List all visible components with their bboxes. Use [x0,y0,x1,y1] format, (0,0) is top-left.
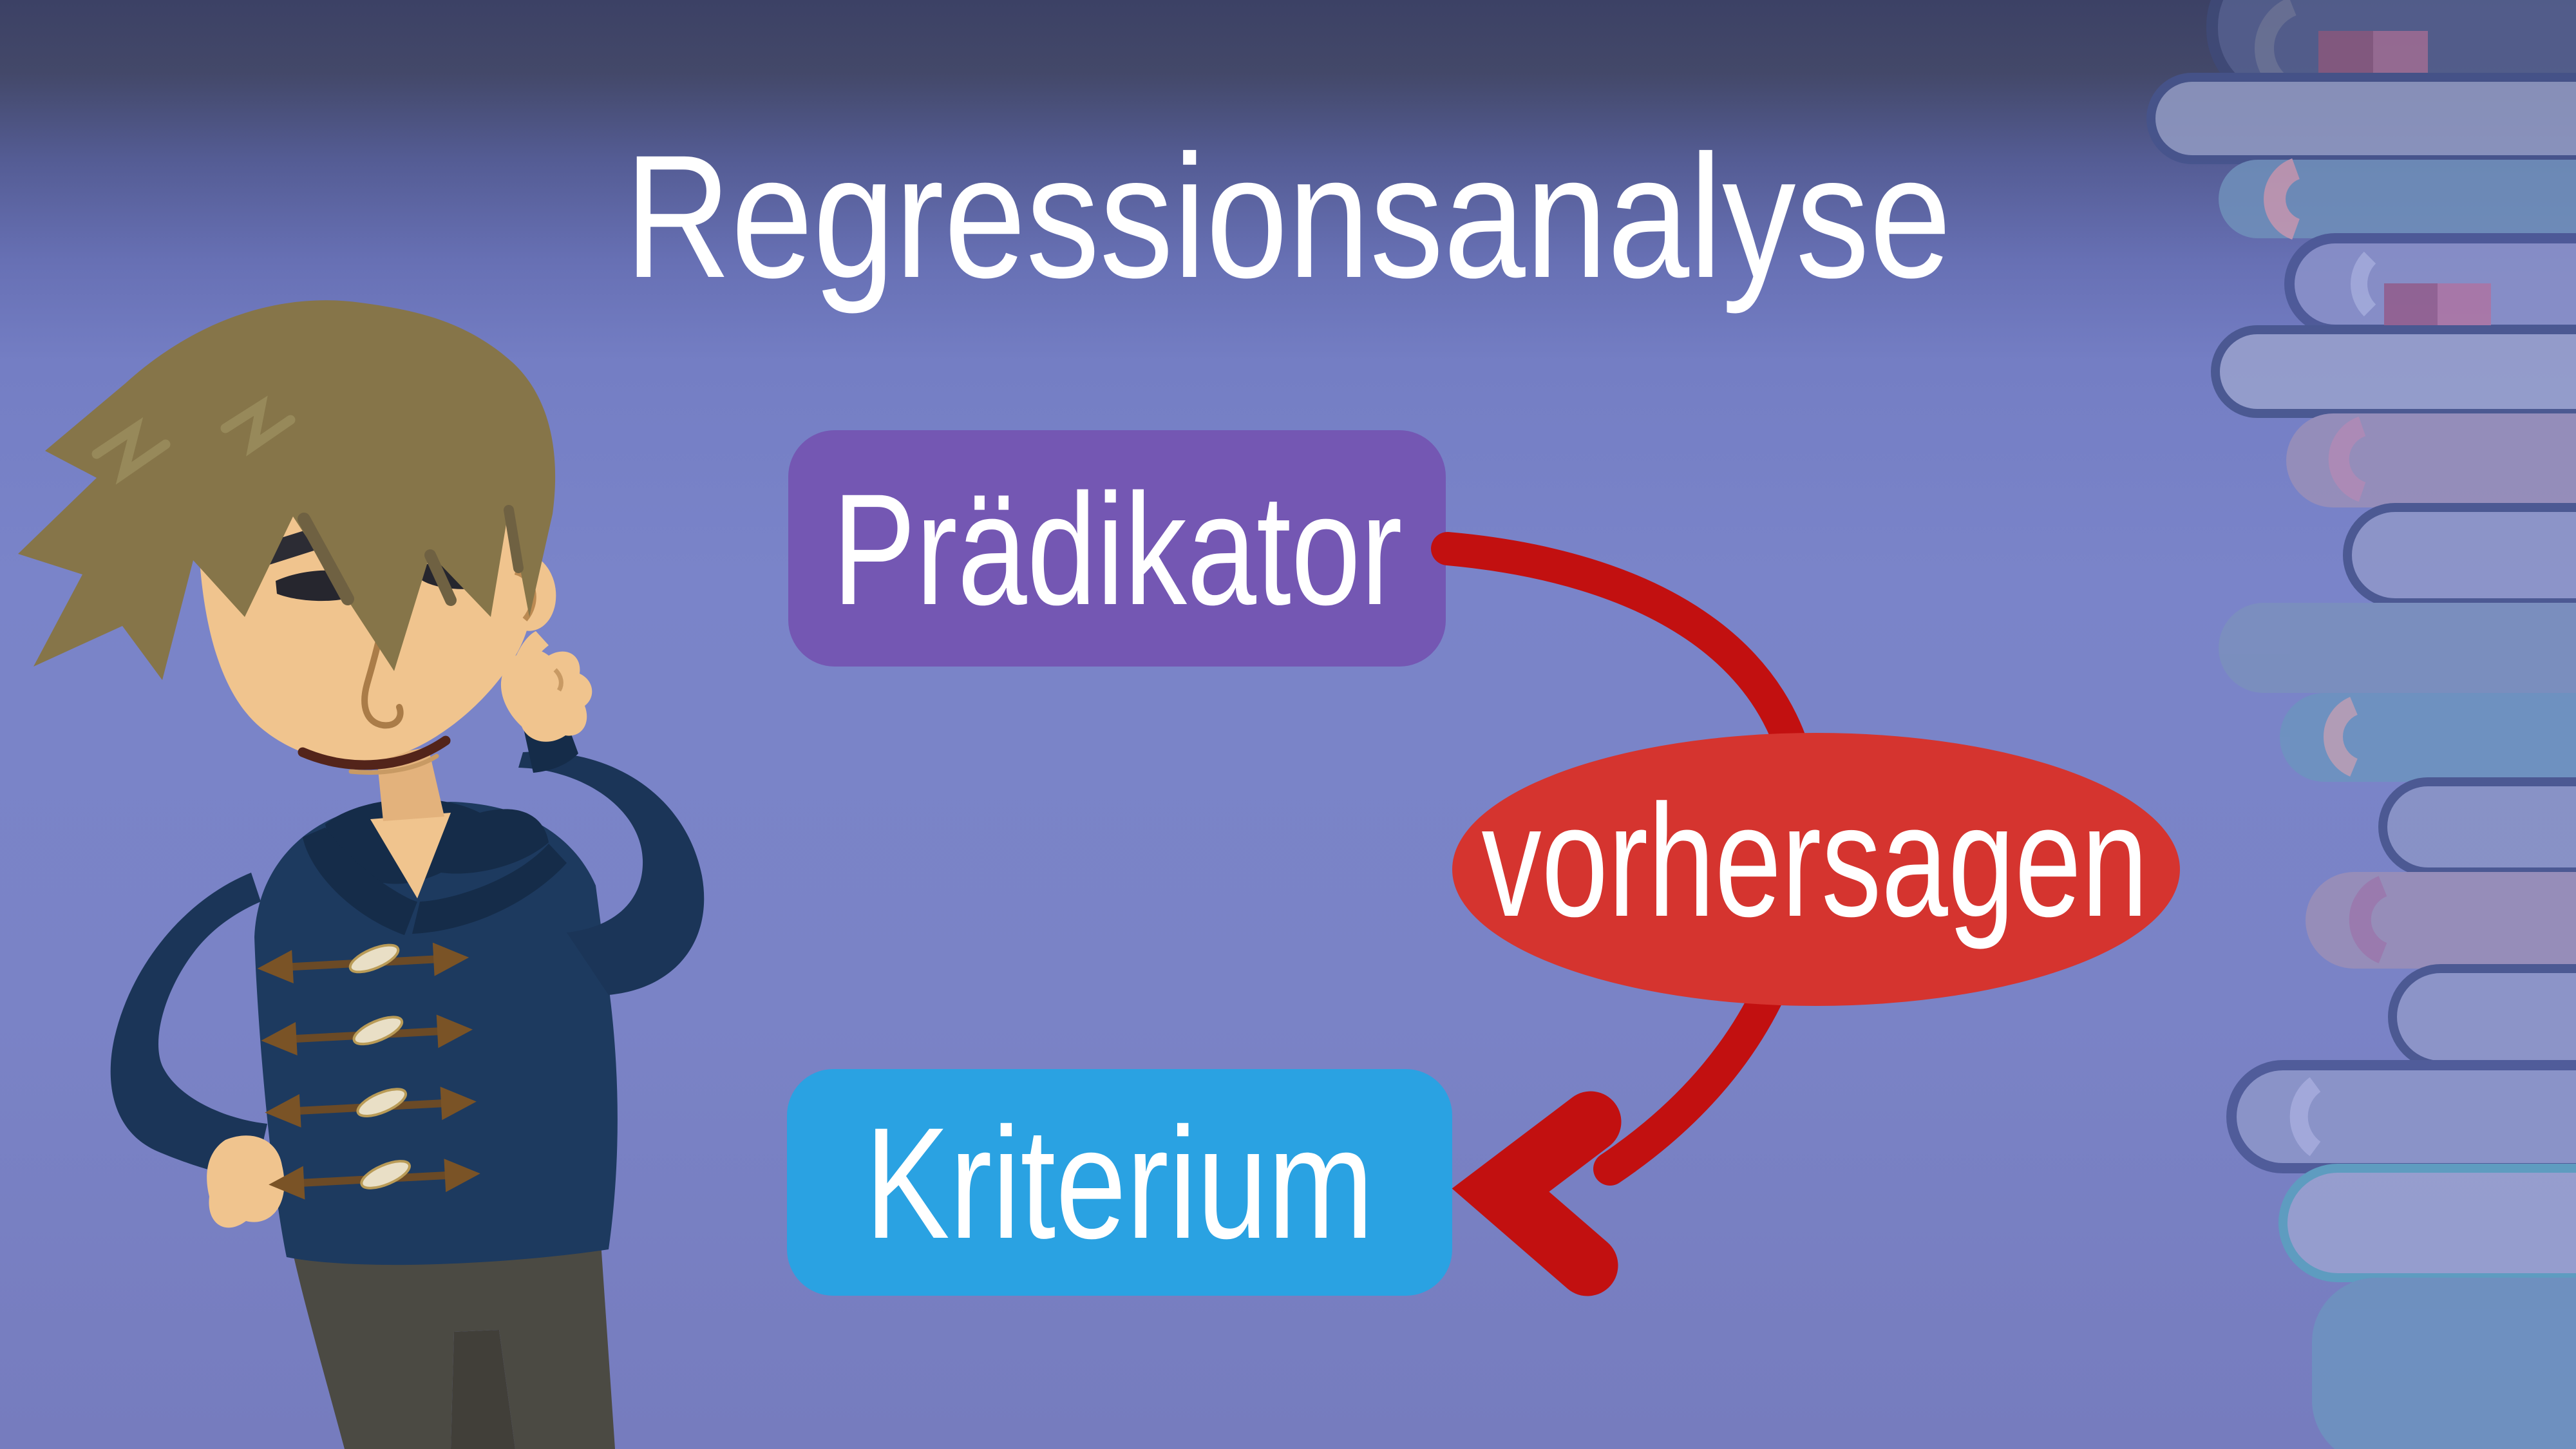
book-row [2146,73,2576,164]
book-row [2388,964,2576,1070]
book-accent-curve [2328,416,2366,502]
toggle-row [269,1159,480,1200]
book-row [2312,1278,2576,1449]
character-index-finger [510,631,549,683]
character-left-sleeve [110,873,267,1180]
character-chest-skin [370,813,451,898]
character-hair [18,300,556,680]
arrowhead-icon [1452,1091,1622,1296]
character-collar-right [412,844,567,934]
book-row [2343,503,2576,607]
toggle-row [261,1014,473,1056]
character-hip-hand [207,1135,285,1228]
book-row [2226,1060,2576,1173]
character-hair-shadow [424,549,457,606]
book-row [2219,160,2576,238]
book-accent-curve [2324,697,2358,777]
criterion-box [787,1069,1452,1296]
relation-ellipse [1452,733,2180,1006]
character-collar-left [303,828,417,935]
character-right-sleeve [518,752,705,995]
character-pants-crease [451,1330,515,1449]
character-toggles [257,942,480,1200]
criterion-label: Kriterium [865,1095,1374,1272]
book-accent-curve [2349,876,2388,963]
predictor-box [788,430,1446,667]
toggle-row [265,1086,477,1128]
character-hair-highlight [91,417,171,485]
book-row [2306,872,2576,969]
character-pants [287,1214,615,1449]
book-row [2378,777,2576,876]
character-lip-line [348,753,439,775]
character-knuckle-line [553,668,564,692]
predictor-label: Prädikator [833,461,1403,638]
book-row [2278,1164,2576,1282]
book-pages-curve [2289,1077,2321,1157]
relation-label: vorhersagen [1482,771,2148,950]
character-mouth [298,735,451,770]
character-hair-shadow [298,513,354,605]
book-row [2211,325,2576,418]
book-row [2219,603,2576,693]
book-pages-curve [2351,251,2376,317]
page-title: Regressionsanalyse [625,118,1951,316]
toggle-row [257,942,469,984]
character-hair-highlight [220,395,296,457]
book-accent-curve [2264,158,2300,240]
character-illustration [18,300,705,1449]
character-hair-shadow [504,505,524,573]
books-illustration [2146,0,2576,1449]
